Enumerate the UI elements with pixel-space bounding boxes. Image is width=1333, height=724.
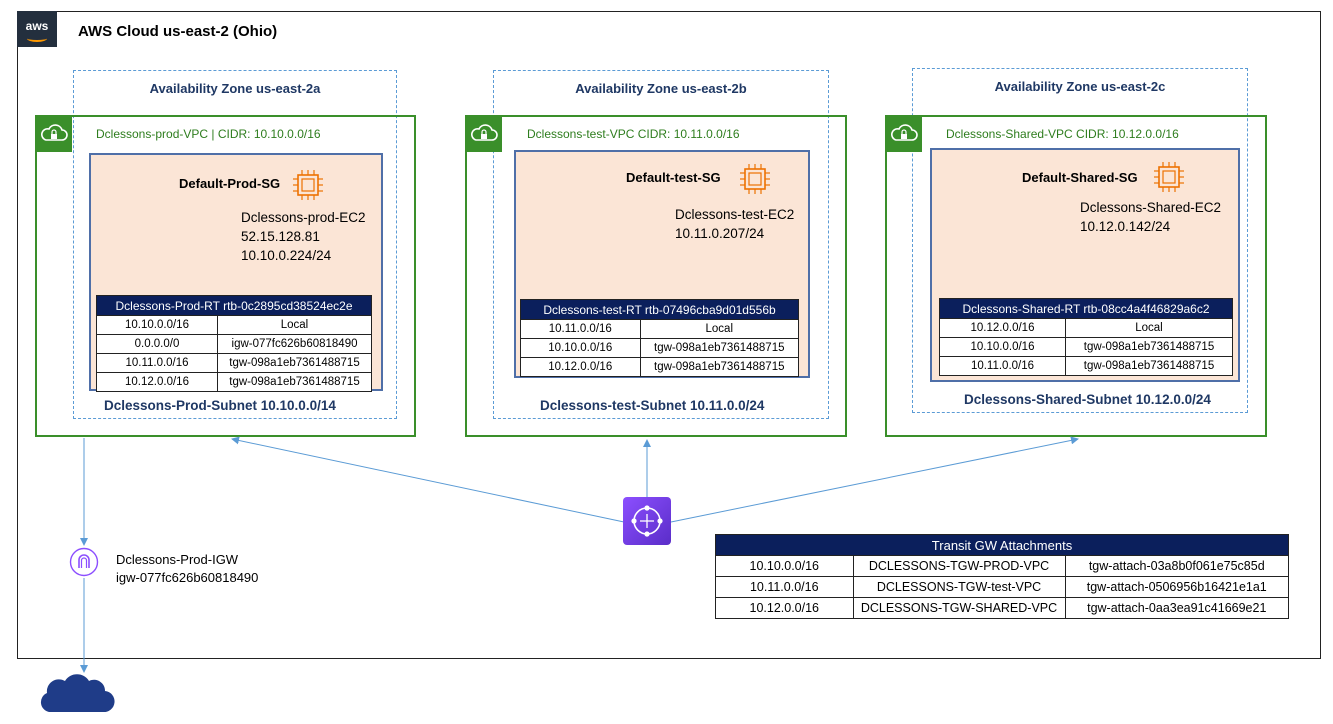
ec2-instance-icon <box>291 168 325 202</box>
route-dest: 10.10.0.0/16 <box>939 337 1066 357</box>
igw-label: Dclessons-Prod-IGW igw-077fc626b60818490 <box>116 551 258 587</box>
tgw-to-shared-vpc-line <box>670 436 1079 523</box>
vpc-lock-icon <box>36 116 72 152</box>
ec2-test-private-ip: 10.11.0.207/24 <box>675 226 765 241</box>
ec2-shared-private-ip: 10.12.0.142/24 <box>1080 219 1171 234</box>
attachment-cidr: 10.11.0.0/16 <box>715 576 854 598</box>
ec2-instance-icon <box>738 162 772 196</box>
az-a-title: Availability Zone us-east-2a <box>149 81 321 96</box>
route-table-shared: Dclessons-Shared-RT rtb-08cc4a4f46829a6c… <box>939 298 1234 376</box>
ec2-prod-private-ip: 10.10.0.224/24 <box>241 248 332 263</box>
vpc-lock-icon <box>886 116 922 152</box>
ec2-shared-details: Dclessons-Shared-EC2 10.12.0.142/24 <box>1080 198 1221 236</box>
ec2-prod-details: Dclessons-prod-EC2 52.15.128.81 10.10.0.… <box>241 208 366 265</box>
az-b-title: Availability Zone us-east-2b <box>575 81 747 96</box>
igw-name: Dclessons-Prod-IGW <box>116 552 239 567</box>
sg-test-title: Default-test-SG <box>626 170 721 185</box>
route-target: tgw-098a1eb7361488715 <box>217 353 372 373</box>
ec2-prod-public-ip: 52.15.128.81 <box>241 229 320 244</box>
transit-gateway-icon <box>623 497 671 545</box>
az-c-title: Availability Zone us-east-2c <box>994 79 1166 94</box>
tgw-to-prod-vpc-line <box>231 436 625 523</box>
attachment-id: tgw-attach-0506956b16421e1a1 <box>1064 576 1290 598</box>
rt-shared-title: Dclessons-Shared-RT rtb-08cc4a4f46829a6c… <box>939 298 1233 319</box>
route-table-test: Dclessons-test-RT rtb-07496cba9d01d556b … <box>520 299 800 377</box>
route-target: igw-077fc626b60818490 <box>217 334 372 354</box>
vpc-test <box>465 115 847 437</box>
ec2-test-name: Dclessons-test-EC2 <box>675 207 795 222</box>
vpc-prod <box>35 115 416 437</box>
attachment-cidr: 10.10.0.0/16 <box>715 555 854 577</box>
route-dest: 10.10.0.0/16 <box>96 315 218 335</box>
internet-cloud-icon <box>37 668 115 718</box>
ec2-shared-name: Dclessons-Shared-EC2 <box>1080 200 1222 215</box>
igw-id: igw-077fc626b60818490 <box>116 570 259 585</box>
aws-logo: aws <box>17 11 57 47</box>
attachment-id: tgw-attach-03a8b0f061e75c85d <box>1064 555 1290 577</box>
vpc-test-label: Dclessons-test-VPC CIDR: 10.11.0.0/16 <box>527 127 740 141</box>
subnet-test-label: Dclessons-test-Subnet 10.11.0.0/24 <box>540 398 765 413</box>
availability-zone-c <box>912 68 1248 413</box>
attachment-cidr: 10.12.0.0/16 <box>715 597 854 619</box>
attachment-name: DCLESSONS-TGW-test-VPC <box>852 576 1066 598</box>
attachment-id: tgw-attach-0aa3ea91c41669e21 <box>1064 597 1290 619</box>
availability-zone-a <box>73 70 397 419</box>
vpc-shared-label: Dclessons-Shared-VPC CIDR: 10.12.0.0/16 <box>946 127 1179 141</box>
sg-shared-title: Default-Shared-SG <box>1022 170 1138 185</box>
sg-prod-title: Default-Prod-SG <box>179 176 281 191</box>
route-table-prod: Dclessons-Prod-RT rtb-0c2895cd38524ec2e … <box>96 295 372 392</box>
cloud-title: AWS Cloud us-east-2 (Ohio) <box>78 23 278 40</box>
vpc-shared <box>885 115 1267 437</box>
vpc-prod-label: Dclessons-prod-VPC | CIDR: 10.10.0.0/16 <box>96 127 321 141</box>
internet-gateway-icon <box>69 547 99 577</box>
ec2-test-details: Dclessons-test-EC2 10.11.0.207/24 <box>675 205 794 243</box>
subnet-shared-label: Dclessons-Shared-Subnet 10.12.0.0/24 <box>964 392 1211 407</box>
rt-test-title: Dclessons-test-RT rtb-07496cba9d01d556b <box>520 299 799 320</box>
route-target: tgw-098a1eb7361488715 <box>217 372 372 392</box>
aws-cloud-frame <box>17 11 1321 659</box>
route-dest: 10.11.0.0/16 <box>939 356 1066 376</box>
vpc-lock-icon <box>466 116 502 152</box>
tgw-attachments-title: Transit GW Attachments <box>715 534 1289 556</box>
route-dest: 10.12.0.0/16 <box>96 372 218 392</box>
attachment-name: DCLESSONS-TGW-SHARED-VPC <box>852 597 1066 619</box>
ec2-prod-name: Dclessons-prod-EC2 <box>241 210 366 225</box>
route-target: tgw-098a1eb7361488715 <box>639 357 800 377</box>
attachment-name: DCLESSONS-TGW-PROD-VPC <box>852 555 1066 577</box>
ec2-instance-icon <box>1152 160 1186 194</box>
availability-zone-b <box>493 70 829 419</box>
route-target: tgw-098a1eb7361488715 <box>1064 356 1234 376</box>
subnet-prod-label: Dclessons-Prod-Subnet 10.10.0.0/14 <box>104 398 336 413</box>
route-dest: 10.12.0.0/16 <box>520 357 641 377</box>
